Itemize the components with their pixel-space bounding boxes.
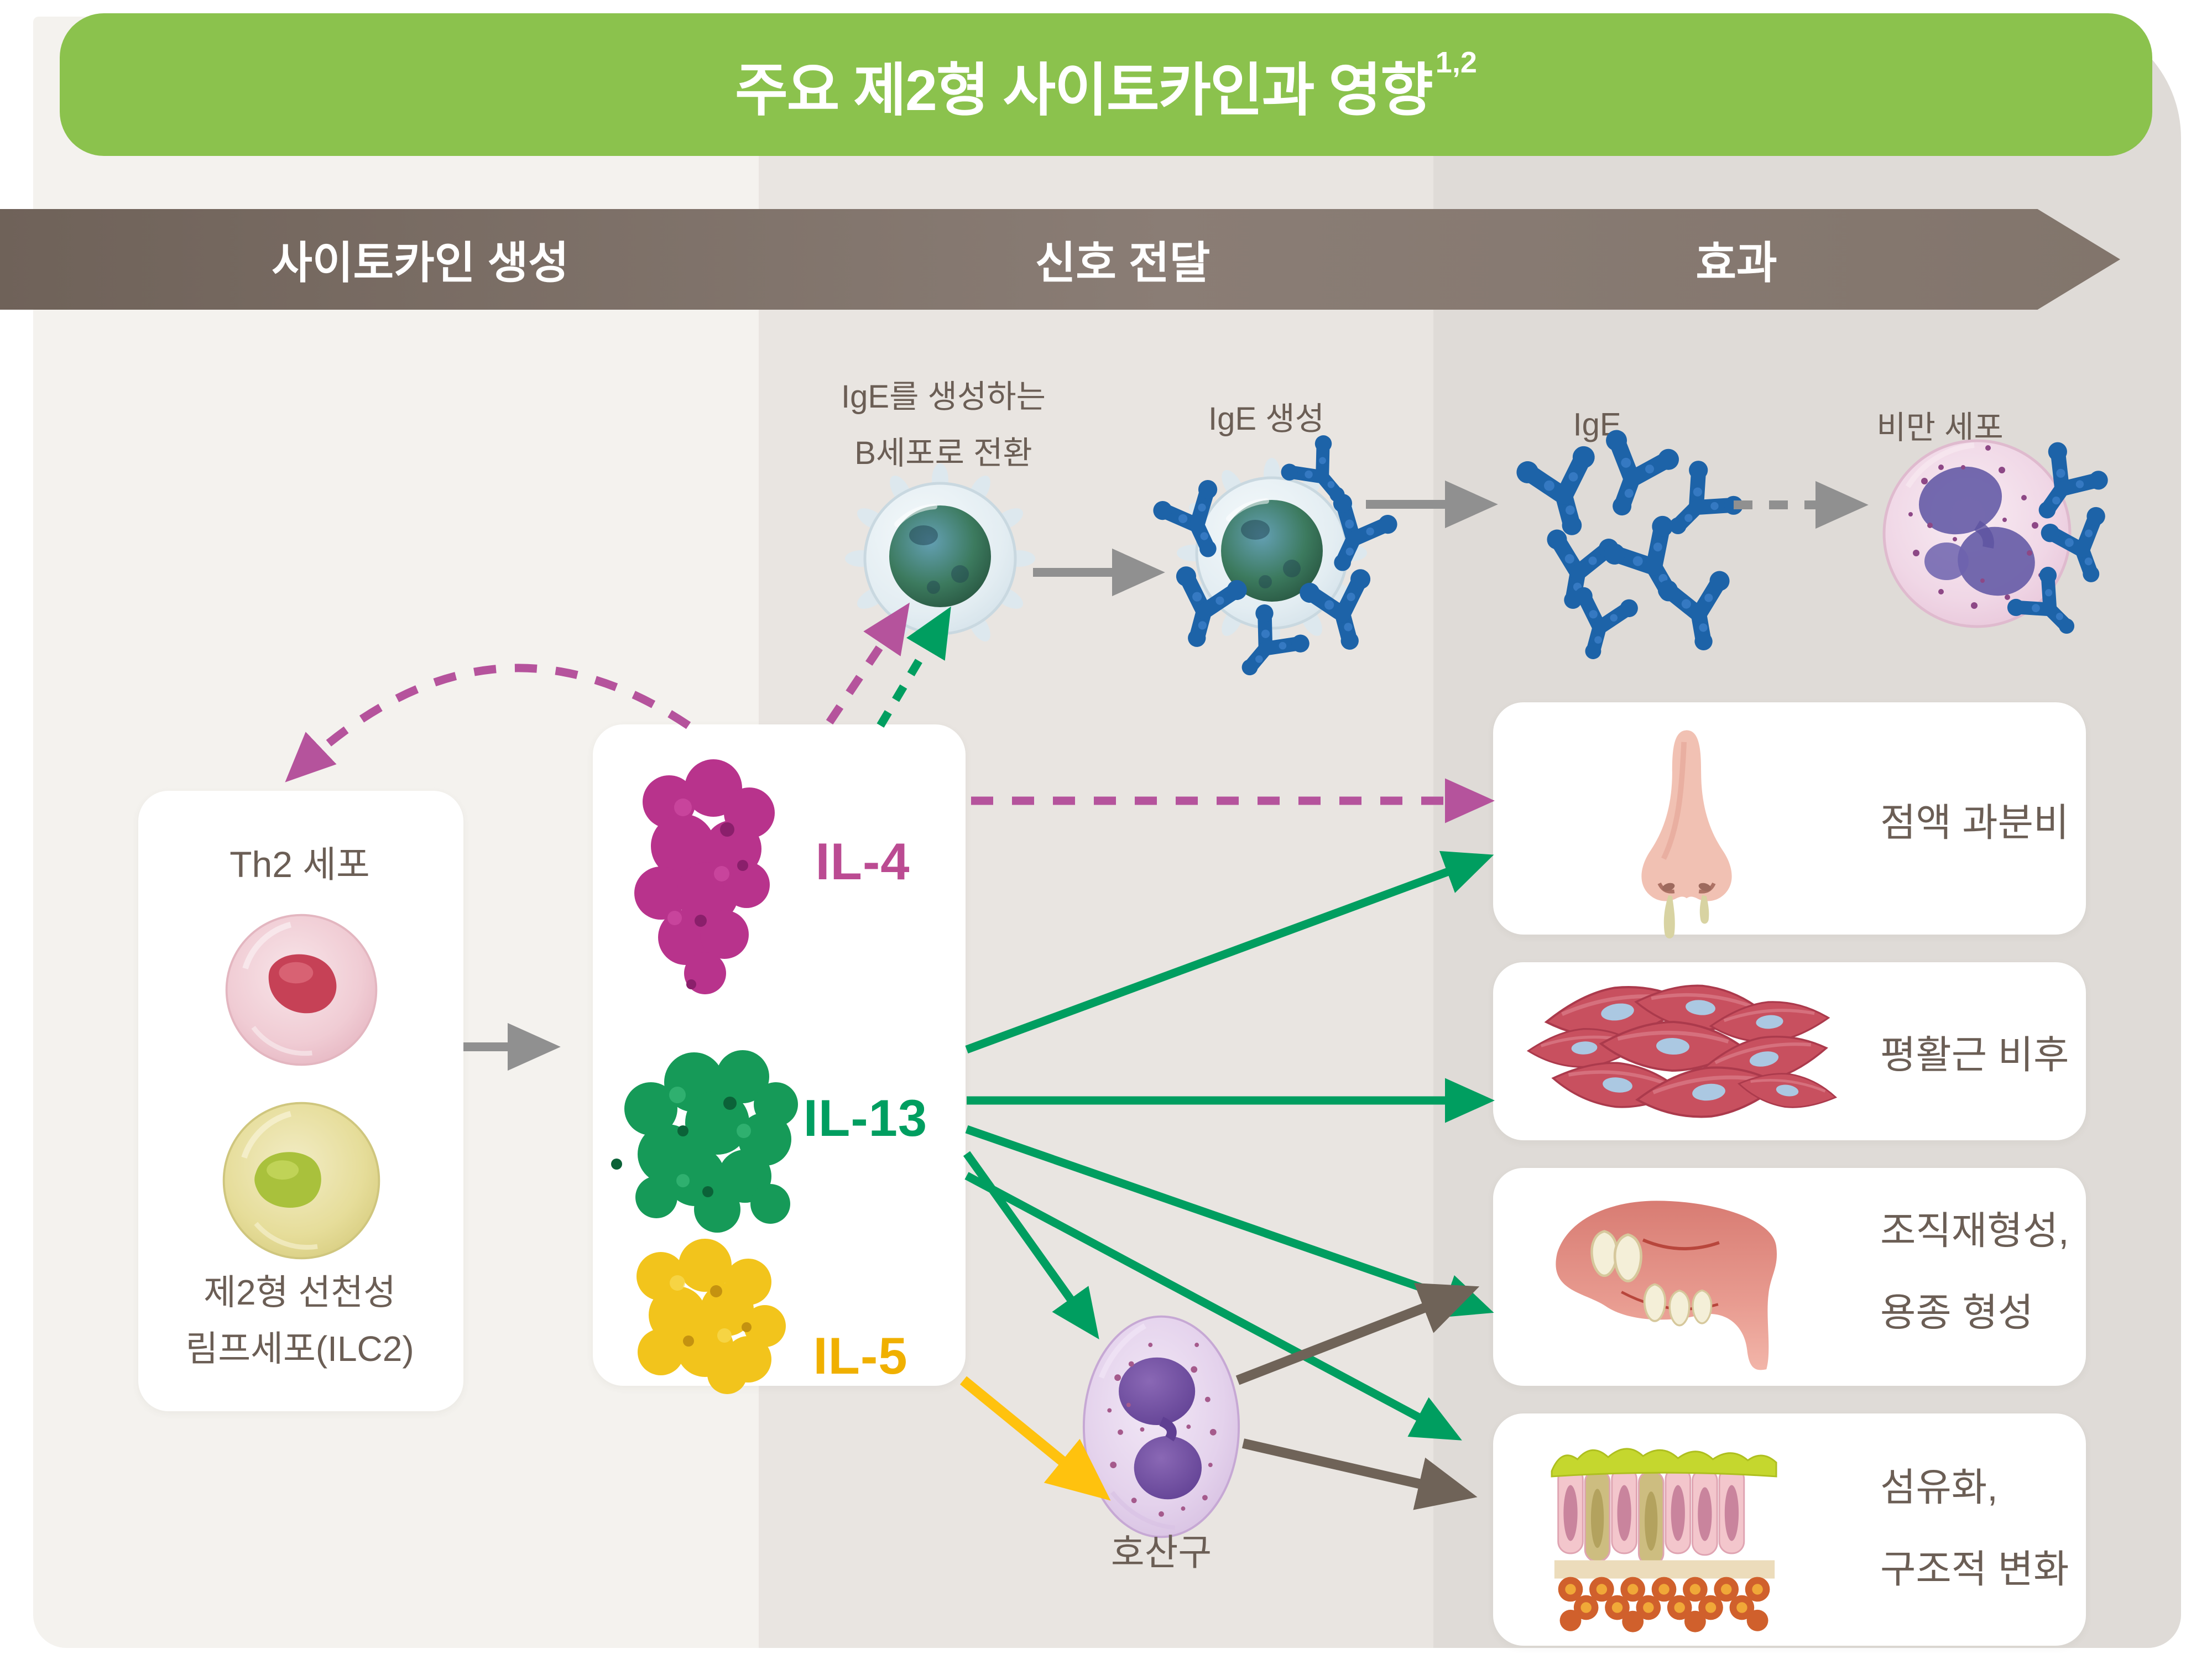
stage-label-effects: 효과 <box>1695 238 1777 288</box>
title-superscript: 1,2 <box>1435 46 1477 79</box>
ilc2-label-line2: 림프세포(ILC2) <box>185 1329 414 1369</box>
stage-arrow-banner <box>0 209 2120 310</box>
il5-protein-icon <box>637 1239 786 1394</box>
effect-card-mucus <box>1493 702 2086 935</box>
page-title: 주요 제2형 사이토카인과 영향 <box>735 58 1433 123</box>
effect-label-polyp-line2: 용종 형성 <box>1880 1291 2034 1334</box>
eosinophil-label: 호산구 <box>1110 1532 1212 1573</box>
effect-label-mucus: 점액 과분비 <box>1880 801 2069 844</box>
il5-label: IL-5 <box>813 1327 908 1385</box>
il4-label: IL-4 <box>815 832 910 890</box>
b-cell-with-ige-icon <box>1150 431 1394 675</box>
il4-protein-icon <box>634 759 775 994</box>
ige-antibodies-icon <box>1515 420 1747 653</box>
b-cell-caption-line1: IgE를 생성하는 <box>841 379 1046 415</box>
stage-label-signaling: 신호 전달 <box>1035 238 1211 288</box>
stage-label-production: 사이토카인 생성 <box>272 238 569 288</box>
ige-production-caption: IgE 생성 <box>1208 401 1324 437</box>
tissue-fibrosis-icon <box>1551 1448 1777 1632</box>
nose-icon <box>1641 730 1732 938</box>
ilc2-cell-icon <box>222 1102 380 1260</box>
producer-cells-card <box>138 791 463 1411</box>
effect-label-muscle: 평활근 비후 <box>1880 1033 2069 1077</box>
effect-label-polyp-line1: 조직재형성, <box>1880 1209 2069 1253</box>
header-banner: 주요 제2형 사이토카인과 영향 1,2 <box>60 13 2152 156</box>
th2-cell-label: Th2 세포 <box>229 844 370 885</box>
smooth-muscle-icon <box>1532 984 1841 1123</box>
sinus-polyp-icon <box>1556 1201 1777 1370</box>
il13-label: IL-13 <box>803 1089 928 1147</box>
b-cell-icon <box>852 470 1029 647</box>
effect-label-fibrosis-line1: 섬유화, <box>1880 1465 1998 1509</box>
ilc2-label-line1: 제2형 선천성 <box>204 1272 396 1312</box>
eosinophil-icon <box>1082 1315 1240 1538</box>
effect-label-fibrosis-line2: 구조적 변화 <box>1880 1547 2069 1591</box>
th2-cell-icon <box>225 914 378 1066</box>
mast-cell-icon <box>1882 415 2101 653</box>
il13-protein-icon <box>611 1050 798 1233</box>
